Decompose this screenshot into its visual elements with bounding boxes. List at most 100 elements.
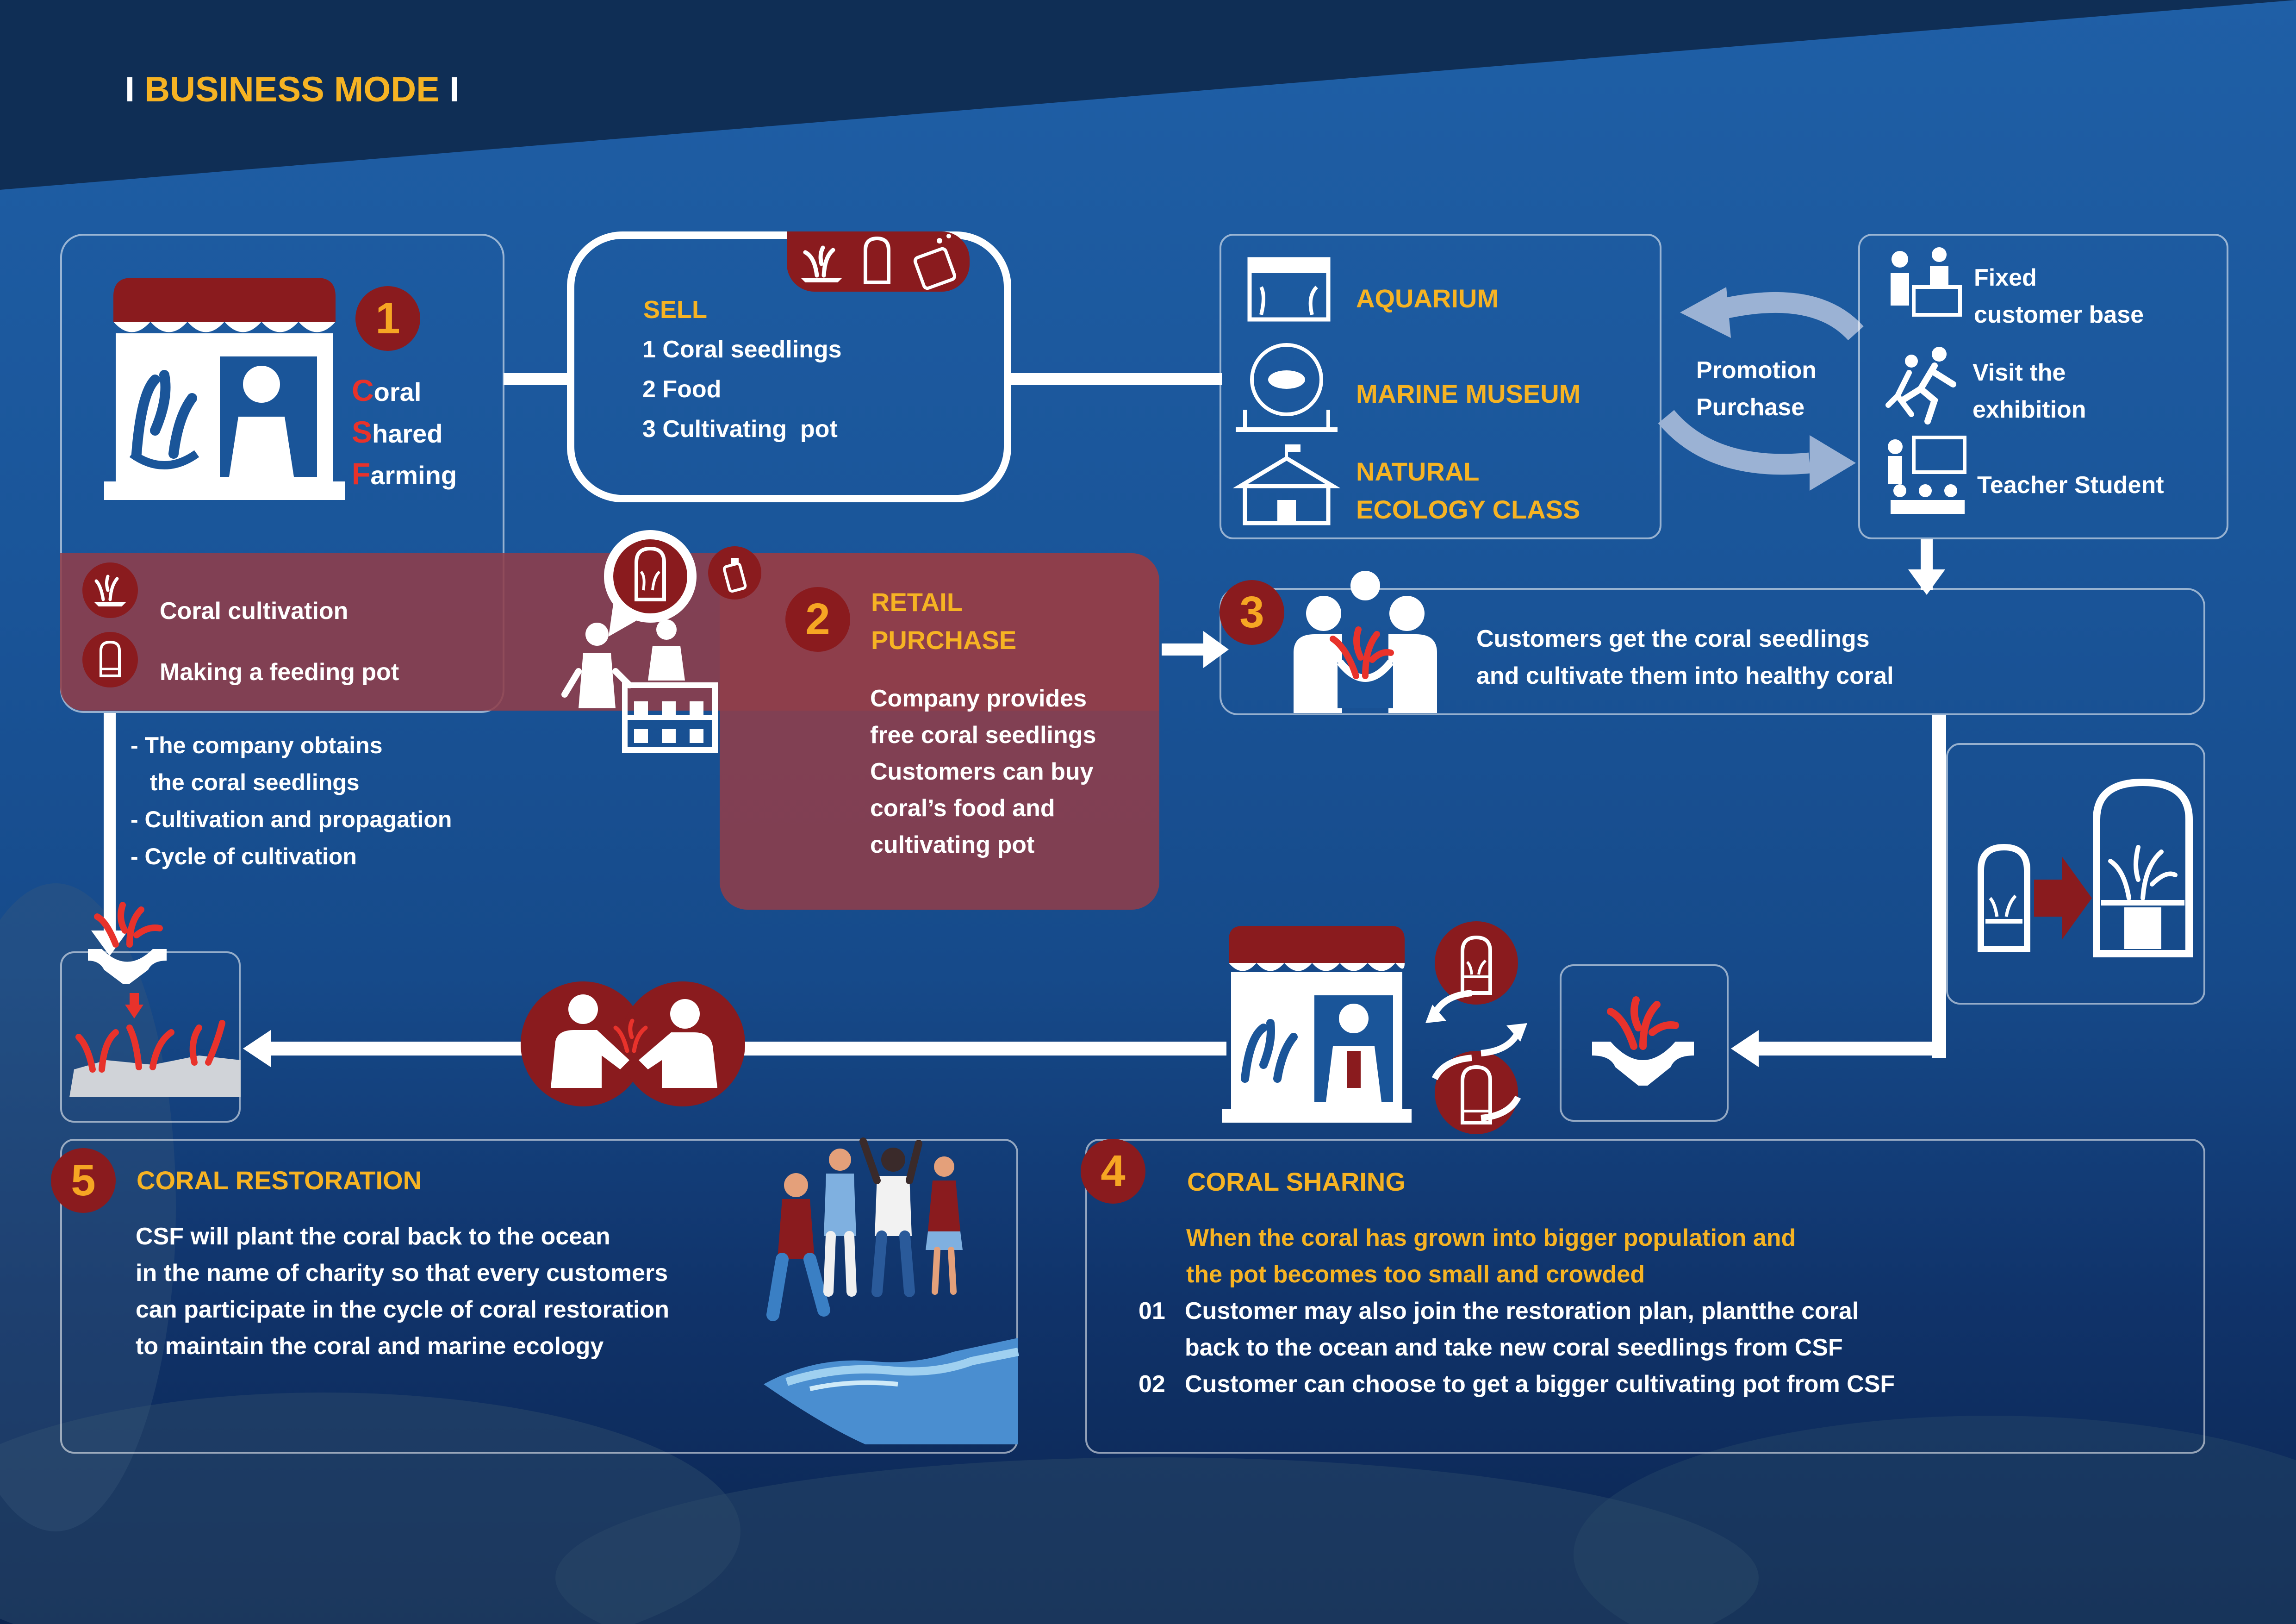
arrow-right-3 (1203, 631, 1229, 668)
coral-sprout-icon (94, 575, 126, 606)
venue-natural-ecology: NATURAL ECOLOGY CLASS (1356, 453, 1580, 529)
sell-item: 2 Food (642, 376, 722, 403)
retail-body-line: cultivating pot (870, 831, 1035, 858)
step-number-1: 1 (355, 286, 420, 351)
restoration-line: CSF will plant the coral back to the oce… (136, 1223, 610, 1250)
csf-shop-icon (1222, 926, 1412, 1123)
restoration-box (60, 1139, 1018, 1454)
restoration-title: CORAL RESTORATION (137, 1166, 422, 1195)
activity-feeding-pot: Making a feeding pot (160, 659, 399, 686)
connector-1-down (104, 713, 116, 935)
activity-coral-cultivation: Coral cultivation (160, 598, 348, 625)
pot-growth-box (1946, 743, 2205, 1005)
header-band (0, 0, 2296, 190)
brand-line-shared: Shared (352, 415, 443, 449)
connector-retail-3 (1162, 643, 1208, 656)
step-number-2: 2 (785, 587, 850, 652)
connector-bottom-right (1759, 1042, 1946, 1056)
exchange-arrows-icon (1425, 990, 1527, 1121)
arrow-left-5 (243, 1030, 271, 1067)
reef-restoration-icon (69, 902, 241, 1097)
hands-box (1560, 964, 1729, 1122)
note-line: - Cycle of cultivation (131, 843, 357, 869)
step3-line: and cultivate them into healthy coral (1476, 662, 1894, 689)
beach-people-illustration (764, 1137, 1019, 1444)
retail-body: Company provides free coral seedlings Cu… (870, 681, 1096, 863)
aquarium-icon (1247, 257, 1331, 322)
retail-body-line: free coral seedlings (870, 722, 1096, 749)
sharing-highlight-line: When the coral has grown into bigger pop… (1186, 1224, 1796, 1251)
step3-line: Customers get the coral seedlings (1476, 625, 1870, 652)
restoration-line: in the name of charity so that every cus… (136, 1260, 668, 1287)
sell-items: 1 Coral seedlings 2 Food 3 Cultivating p… (642, 330, 842, 449)
sell-item: 3 Cultivating pot (642, 416, 838, 443)
venue-marine-museum: MARINE MUSEUM (1356, 379, 1581, 408)
promotion-line: Purchase (1696, 394, 1805, 421)
seabed-background (0, 883, 2296, 1624)
museum-globe-icon (1236, 343, 1338, 432)
retail-counter-icon (561, 619, 718, 753)
spray-bottle-icon (722, 558, 747, 593)
promotion-line: Promotion (1696, 357, 1817, 384)
retail-title: RETAIL PURCHASE (871, 583, 1016, 659)
shop-stand-icon (104, 278, 345, 500)
venue-line: NATURAL (1356, 457, 1480, 486)
step-number-3: 3 (1220, 580, 1284, 645)
restoration-line: can participate in the cycle of coral re… (136, 1296, 670, 1323)
retail-title-line: PURCHASE (871, 625, 1017, 655)
customers-box (1858, 234, 2228, 539)
brand-name: Coral Shared Farming (352, 370, 457, 495)
pot-growth-icon (1978, 778, 2193, 957)
connector-1-sell (504, 373, 568, 385)
customer-visit-exhibition: Visit the exhibition (1972, 354, 2086, 428)
venue-line: ECOLOGY CLASS (1356, 495, 1580, 524)
brand-line-coral: Coral (352, 373, 422, 407)
sell-item: 1 Coral seedlings (642, 336, 842, 363)
step-number-5: 5 (51, 1148, 116, 1213)
restoration-body: CSF will plant the coral back to the oce… (136, 1218, 669, 1365)
school-icon (1232, 444, 1341, 525)
customer-line: Fixed (1974, 264, 2037, 291)
page-title: I BUSINESS MODE I (125, 70, 460, 109)
venues-box (1220, 234, 1661, 539)
sell-title: SELL (643, 296, 708, 324)
sharing-item-01-cont: back to the ocean and take new coral see… (1185, 1334, 1843, 1361)
step3-box (1220, 588, 2205, 715)
feeding-pot-icon (100, 640, 121, 677)
customer-line: Visit the (1972, 359, 2066, 386)
arrow-down-customers (1908, 569, 1945, 595)
sharing-highlight-line: the pot becomes too small and crowded (1186, 1261, 1645, 1288)
retail-title-line: RETAIL (871, 587, 963, 617)
note-line: - The company obtains (131, 732, 383, 758)
arrow-down-1 (91, 931, 128, 956)
small-pot-icon (1461, 935, 1492, 995)
customer-teacher-student: Teacher Student (1977, 472, 2164, 499)
promotion-cycle-arrows (1658, 287, 1864, 491)
step3-body: Customers get the coral seedlings and cu… (1476, 620, 1894, 694)
promotion-label: Promotion Purchase (1696, 352, 1817, 426)
connector-sell-venues (1009, 373, 1222, 385)
exchange-pot-small (1435, 921, 1518, 1005)
arrow-left-hands (1731, 1030, 1759, 1067)
customer-line: customer base (1974, 301, 2144, 328)
sharing-highlight: When the coral has grown into bigger pop… (1186, 1220, 1796, 1293)
csf-notes: - The company obtains the coral seedling… (131, 727, 452, 875)
venue-aquarium: AQUARIUM (1356, 284, 1499, 313)
customer-line: exhibition (1972, 396, 2086, 423)
connector-3-down (1932, 715, 1946, 1058)
retail-body-line: coral’s food and (870, 795, 1055, 822)
sharing-title: CORAL SHARING (1187, 1167, 1406, 1196)
restoration-line: to maintain the coral and marine ecology (136, 1333, 604, 1360)
brand-line-farming: Farming (352, 456, 457, 491)
csf-box (60, 234, 504, 713)
note-line: - Cultivation and propagation (131, 806, 452, 832)
note-line: the coral seedlings (131, 769, 360, 795)
large-pot-icon (1461, 1065, 1492, 1124)
shop-customer-icon (1891, 247, 1962, 317)
hands-holding-coral-icon (1592, 996, 1694, 1086)
retail-body-line: Customers can buy (870, 758, 1094, 785)
retail-speech-bubble (604, 530, 697, 637)
